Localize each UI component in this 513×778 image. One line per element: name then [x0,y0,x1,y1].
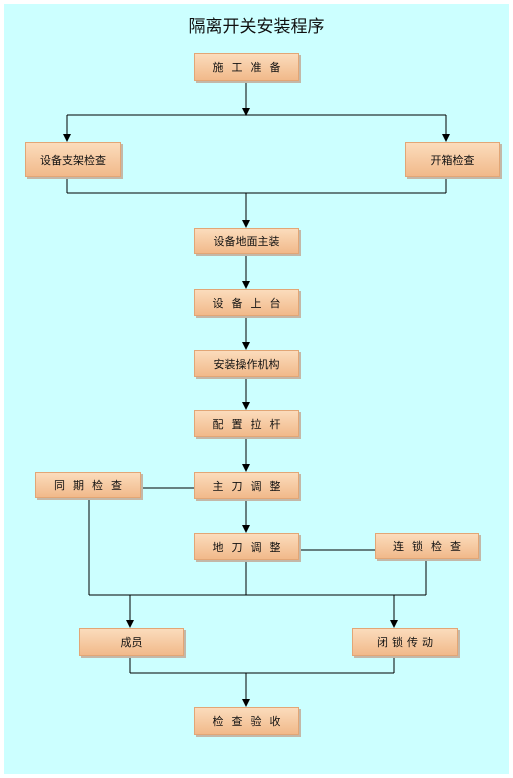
diagram-title: 隔离开关安装程序 [188,17,325,37]
node-mechanism: 安装操作机构 [194,350,299,377]
node-acceptance: 检查验收 [194,707,299,735]
node-interlock-check: 连锁检查 [375,533,479,559]
node-main-knife: 主刀调整 [194,472,299,499]
node-mount: 设备上台 [194,289,299,316]
node-ground-knife: 地刀调整 [194,533,299,560]
node-bracket-check: 设备支架检查 [25,142,121,177]
node-lock-transmission: 闭锁传动 [352,628,458,656]
node-ground-main: 设备地面主装 [194,228,299,254]
node-prep: 施工准备 [194,53,299,81]
node-member: 成员 [79,628,184,656]
node-sync-check: 同期检查 [35,472,141,498]
node-cabinet-check: 开箱检查 [405,142,500,177]
node-rod: 配置拉杆 [194,410,299,437]
